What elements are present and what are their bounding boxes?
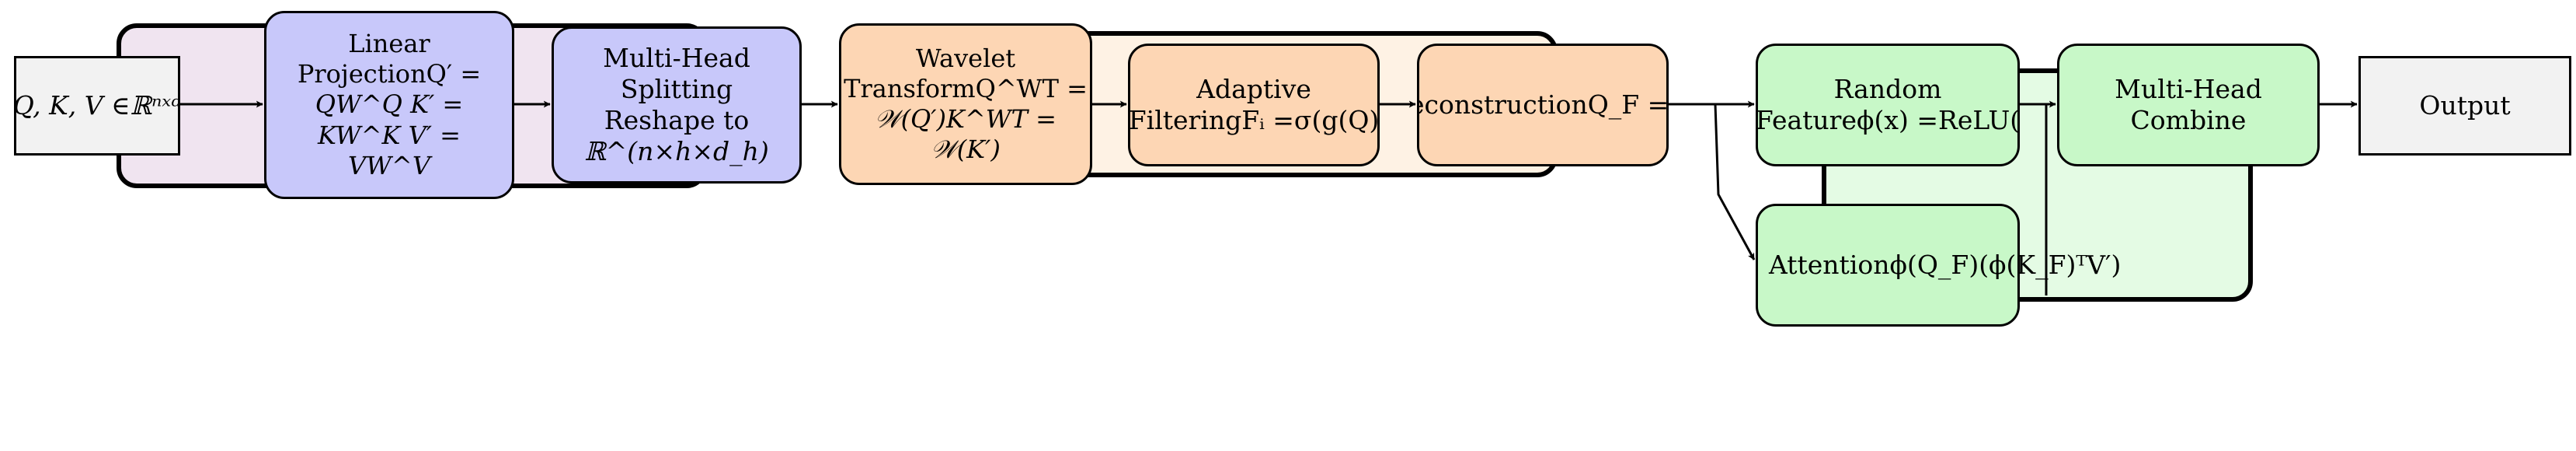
linear-projection-line-1: Linear	[348, 29, 430, 59]
random-feature-line-2: Featureϕ(x) =ReLU(	[1756, 105, 2020, 135]
attention-node: Attentionϕ(Q_F)(ϕ(K_F)ᵀV′)	[1756, 204, 2121, 327]
linear-projection-line-4: KW^K V′ =	[318, 120, 461, 150]
wavelet-transform-line-2: TransformQ^WT =	[844, 73, 1088, 103]
output-line-1: Output	[2419, 89, 2511, 121]
linear-projection-line-2: ProjectionQ′ =	[297, 59, 482, 89]
multi-head-split-line-3: Reshape to	[604, 105, 750, 135]
arrow-recon-to-attention	[1714, 103, 1756, 260]
linear-projection-line-3: QW^Q K′ =	[315, 89, 464, 120]
attention-line-1: Attentionϕ(Q_F)(ϕ(K_F)ᵀV′)	[1769, 249, 2122, 280]
random-feature-node: Random Featureϕ(x) =ReLU(	[1756, 44, 2020, 166]
input-node: Q, K, V ∈ℝⁿˣᵈ	[14, 56, 180, 156]
wavelet-transform-line-4: 𝒲(K′)	[931, 135, 1001, 165]
multi-head-split-line-2: Splitting	[620, 73, 733, 104]
random-feature-line-1: Random	[1833, 73, 1942, 104]
linear-projection-node: Linear ProjectionQ′ = QW^Q K′ = KW^K V′ …	[264, 11, 514, 199]
multi-head-combine-line-2: Combine	[2130, 105, 2247, 135]
multi-head-combine-node: Multi-Head Combine	[2057, 44, 2320, 166]
multi-head-split-line-4: ℝ^(n×h×d_h)	[584, 136, 769, 167]
multi-head-combine-line-1: Multi-Head	[2115, 73, 2262, 104]
multi-head-split-node: Multi-Head Splitting Reshape to ℝ^(n×h×d…	[552, 26, 802, 184]
wavelet-transform-line-1: Wavelet	[915, 43, 1016, 73]
linear-projection-line-5: VW^V	[348, 150, 430, 180]
adaptive-filtering-line-1: Adaptive	[1196, 73, 1311, 104]
input-node-line-1: Q, K, V ∈ℝⁿˣᵈ	[14, 89, 180, 121]
multi-head-split-line-1: Multi-Head	[603, 42, 750, 73]
reconstruction-node: ReconstructionQ_F =𝒲	[1417, 44, 1669, 166]
output-node: Output	[2358, 56, 2571, 156]
adaptive-filtering-node: Adaptive FilteringFᵢ =σ(g(Q)	[1128, 44, 1380, 166]
wavelet-transform-line-3: 𝒲(Q′)K^WT =	[875, 104, 1057, 134]
wavelet-transform-node: Wavelet TransformQ^WT = 𝒲(Q′)K^WT = 𝒲(K′…	[839, 23, 1092, 185]
reconstruction-line-1: ReconstructionQ_F =𝒲	[1419, 89, 1669, 120]
adaptive-filtering-line-2: FilteringFᵢ =σ(g(Q)	[1128, 105, 1380, 135]
